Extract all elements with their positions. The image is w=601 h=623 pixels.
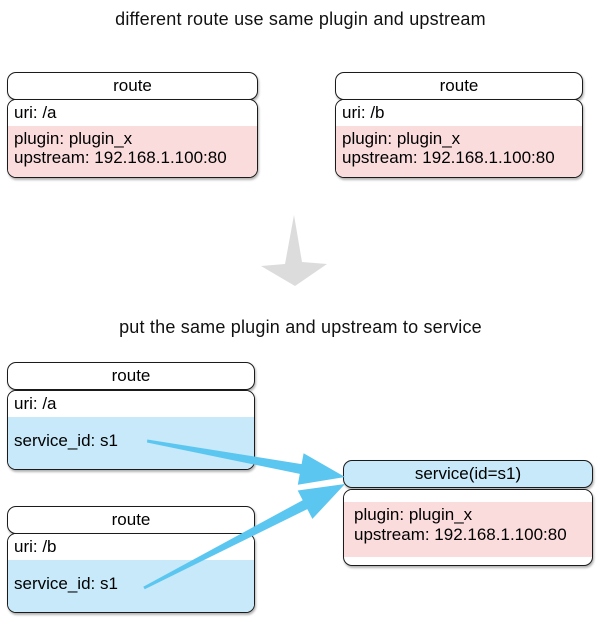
service-box: plugin: plugin_x upstream: 192.168.1.100… xyxy=(343,489,593,566)
service-header: service(id=s1) xyxy=(343,460,593,488)
service-top-spacer xyxy=(344,490,592,502)
route-b2-header: route xyxy=(7,506,255,534)
route-b2-box: uri: /b service_id: s1 xyxy=(7,533,255,613)
route-a2-box: uri: /a service_id: s1 xyxy=(7,390,255,470)
service-plugin-row: plugin: plugin_x xyxy=(354,505,473,524)
route-b-upstream-row: upstream: 192.168.1.100:80 xyxy=(342,148,555,167)
section1-title: different route use same plugin and upst… xyxy=(115,9,486,29)
service-config-rows: plugin: plugin_x upstream: 192.168.1.100… xyxy=(344,502,592,557)
route-a-upstream-row: upstream: 192.168.1.100:80 xyxy=(14,148,227,167)
route-b2-service-id-row: service_id: s1 xyxy=(8,560,254,612)
route-b-header: route xyxy=(335,72,583,100)
route-a2-header: route xyxy=(7,362,255,390)
route-b2-uri-row: uri: /b xyxy=(8,534,254,560)
route-a-header: route xyxy=(7,72,258,100)
route-a-box: uri: /a plugin: plugin_x upstream: 192.1… xyxy=(7,99,258,178)
route-b-box: uri: /b plugin: plugin_x upstream: 192.1… xyxy=(335,99,583,178)
route-a-uri-row: uri: /a xyxy=(8,100,257,126)
route-a-config-rows: plugin: plugin_x upstream: 192.168.1.100… xyxy=(8,126,257,177)
route-a2-service-id-row: service_id: s1 xyxy=(8,417,254,469)
route-a-plugin-row: plugin: plugin_x xyxy=(14,129,133,148)
route-b-config-rows: plugin: plugin_x upstream: 192.168.1.100… xyxy=(336,126,582,177)
service-upstream-row: upstream: 192.168.1.100:80 xyxy=(354,525,567,544)
section-transition-arrow-down-icon xyxy=(261,215,327,286)
route-a2-uri-row: uri: /a xyxy=(8,391,254,417)
section2-title: put the same plugin and upstream to serv… xyxy=(119,317,482,337)
route-b-uri-row: uri: /b xyxy=(336,100,582,126)
route-b-plugin-row: plugin: plugin_x xyxy=(342,129,461,148)
